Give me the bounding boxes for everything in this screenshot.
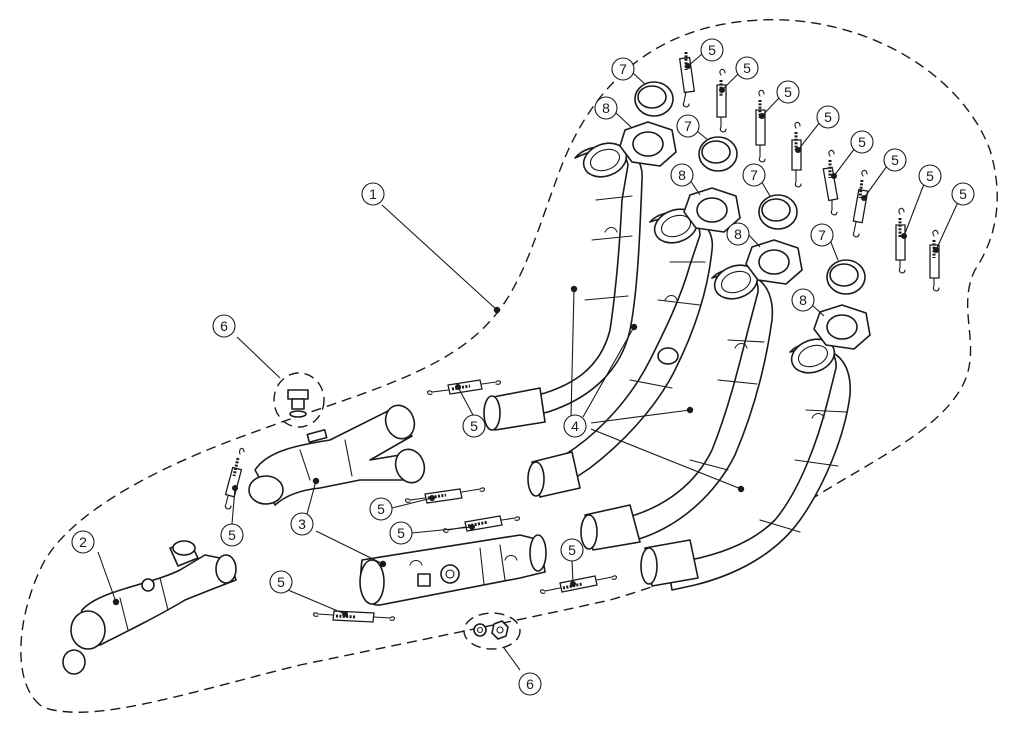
callout-5a-label: 5 bbox=[708, 42, 716, 58]
callout-7c: 7 bbox=[742, 163, 766, 187]
callout-6b-label: 6 bbox=[526, 676, 534, 692]
callout-7c-label: 7 bbox=[750, 167, 758, 183]
flange-8c bbox=[745, 239, 803, 285]
spring-h2 bbox=[404, 487, 486, 504]
callout-3-label: 3 bbox=[298, 516, 306, 532]
leader-lines bbox=[97, 53, 959, 671]
callout-4-label: 4 bbox=[571, 418, 579, 434]
callout-5f: 5 bbox=[883, 148, 907, 172]
callout-5d: 5 bbox=[816, 105, 840, 129]
collector-pipe bbox=[359, 534, 547, 606]
callout-8b: 8 bbox=[670, 163, 694, 187]
callout-7a: 7 bbox=[611, 57, 635, 81]
callout-5j-label: 5 bbox=[377, 501, 385, 517]
flange-8b bbox=[683, 187, 741, 233]
callout-5b: 5 bbox=[735, 56, 759, 80]
flanges bbox=[619, 121, 871, 350]
spring-v9 bbox=[224, 447, 245, 510]
callout-5k: 5 bbox=[389, 521, 413, 545]
callout-2-label: 2 bbox=[79, 534, 87, 550]
callout-7b: 7 bbox=[676, 114, 700, 138]
callout-5g-label: 5 bbox=[926, 168, 934, 184]
callout-3: 3 bbox=[290, 512, 314, 536]
callout-5h-label: 5 bbox=[959, 186, 967, 202]
callout-1-label: 1 bbox=[369, 186, 377, 202]
callout-5l: 5 bbox=[220, 523, 244, 547]
callout-5m-label: 5 bbox=[568, 542, 576, 558]
plug-hardware-top bbox=[273, 372, 325, 428]
callout-8c: 8 bbox=[726, 222, 750, 246]
nut-hardware-bottom bbox=[463, 612, 521, 650]
callout-2: 2 bbox=[71, 530, 95, 554]
header-pipe-1 bbox=[483, 142, 643, 431]
spring-v1 bbox=[678, 52, 696, 108]
callout-8a: 8 bbox=[594, 96, 618, 120]
callout-8a-label: 8 bbox=[602, 100, 610, 116]
spring-h1 bbox=[426, 379, 502, 395]
callout-7d-label: 7 bbox=[818, 227, 826, 243]
callout-4: 4 bbox=[563, 414, 587, 438]
spring-h3 bbox=[442, 515, 521, 533]
spring-v8 bbox=[929, 229, 940, 292]
spring-v5 bbox=[822, 149, 839, 216]
callout-7a-label: 7 bbox=[619, 61, 627, 77]
callout-5a: 5 bbox=[700, 38, 724, 62]
callout-5m: 5 bbox=[560, 538, 584, 562]
callout-5d-label: 5 bbox=[824, 109, 832, 125]
assembly-outline bbox=[20, 19, 998, 713]
y-collector bbox=[248, 404, 426, 506]
callout-5f-label: 5 bbox=[891, 152, 899, 168]
callout-5e: 5 bbox=[850, 130, 874, 154]
callout-5i: 5 bbox=[462, 414, 486, 438]
callout-8d: 8 bbox=[791, 288, 815, 312]
callout-6a-label: 6 bbox=[220, 318, 228, 334]
callout-6b: 6 bbox=[518, 672, 542, 696]
spring-v6 bbox=[852, 169, 869, 238]
spring-h4 bbox=[539, 575, 618, 594]
callout-5h: 5 bbox=[951, 182, 975, 206]
ring-7a bbox=[634, 81, 674, 117]
header-pipe-3 bbox=[580, 264, 774, 551]
flange-8d bbox=[813, 304, 871, 350]
link-pipe bbox=[62, 540, 237, 675]
spring-h5 bbox=[312, 610, 396, 623]
callout-8c-label: 8 bbox=[734, 226, 742, 242]
ring-7d bbox=[826, 259, 866, 295]
callout-5g: 5 bbox=[918, 164, 942, 188]
callout-5n-label: 5 bbox=[277, 574, 285, 590]
callout-5b-label: 5 bbox=[743, 60, 751, 76]
callout-8b-label: 8 bbox=[678, 167, 686, 183]
callout-5k-label: 5 bbox=[397, 525, 405, 541]
callout-6a: 6 bbox=[212, 314, 236, 338]
spring-v4 bbox=[791, 121, 802, 188]
ring-7c bbox=[758, 194, 798, 230]
callout-7d: 7 bbox=[810, 223, 834, 247]
callout-7b-label: 7 bbox=[684, 118, 692, 134]
callout-5j: 5 bbox=[369, 497, 393, 521]
callout-1: 1 bbox=[361, 182, 385, 206]
header-pipe-2 bbox=[527, 208, 714, 498]
gasket-rings bbox=[634, 81, 866, 295]
ring-7b bbox=[698, 136, 738, 172]
spring-v3 bbox=[755, 89, 766, 163]
callout-5c-label: 5 bbox=[784, 84, 792, 100]
callout-5n: 5 bbox=[269, 570, 293, 594]
header-pipe-4 bbox=[640, 338, 851, 591]
callout-5c: 5 bbox=[776, 80, 800, 104]
flange-8a bbox=[619, 121, 677, 167]
spring-v2 bbox=[716, 68, 727, 133]
callout-5e-label: 5 bbox=[858, 134, 866, 150]
callout-8d-label: 8 bbox=[799, 292, 807, 308]
callout-5l-label: 5 bbox=[228, 527, 236, 543]
spring-v7 bbox=[895, 207, 906, 274]
callout-5i-label: 5 bbox=[470, 418, 478, 434]
